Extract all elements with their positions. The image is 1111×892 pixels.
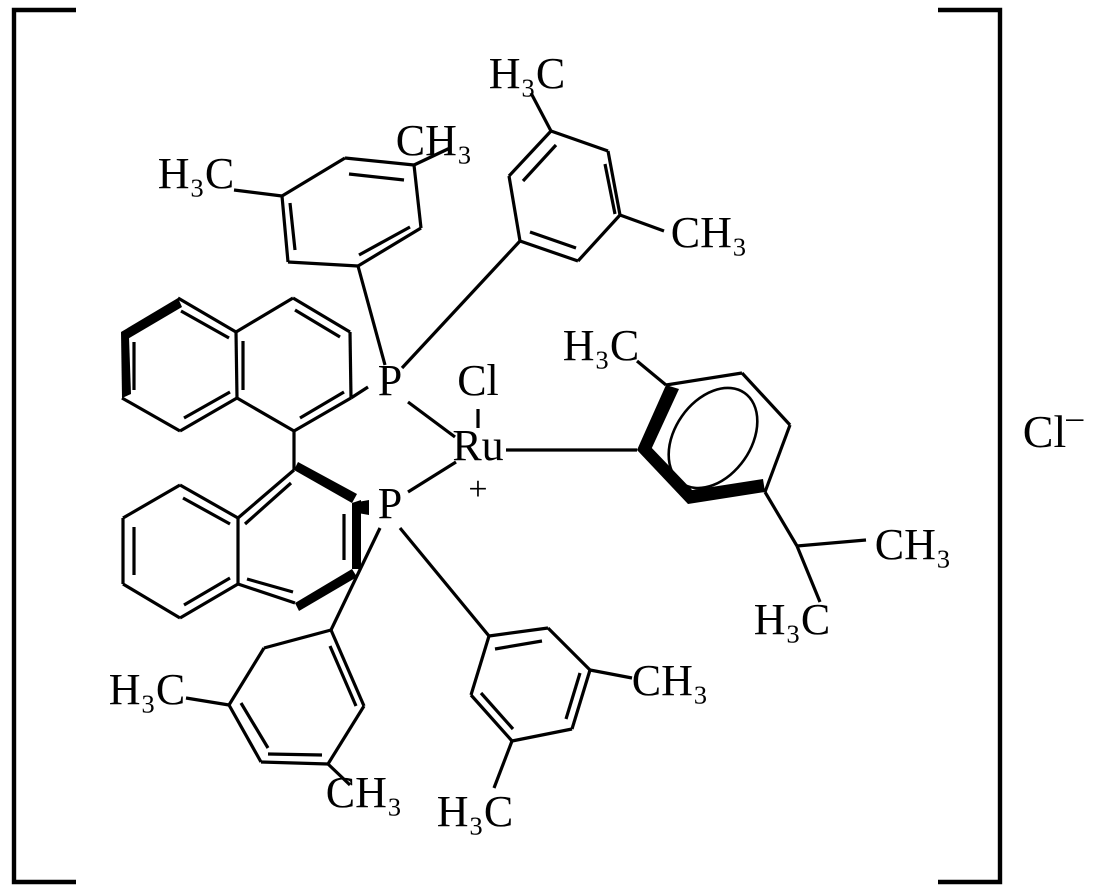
bold-bond-upper-naph-b <box>121 332 131 398</box>
methyl-label-top-right-aryl-upper: H₃C <box>489 49 565 98</box>
atom-label-layer: H₃C CH₃ H₃C CH₃ H₃C P Cl Ru <box>109 49 1084 836</box>
core-coordination-bonds <box>329 400 637 638</box>
methyl-label-isopropyl-upper: CH₃ <box>875 520 951 569</box>
methyl-label-isopropyl-lower: H₃C <box>754 595 830 644</box>
p-cymene-ring <box>635 359 867 603</box>
methyl-label-bottom-left-aryl-lower: CH₃ <box>326 768 402 817</box>
bold-bond-lower-naph-a <box>294 462 357 503</box>
methyl-label-top-right-aryl-right: CH₃ <box>671 208 747 257</box>
methyl-label-cymene: H₃C <box>563 321 639 370</box>
naphthalene-upper <box>121 296 369 470</box>
phosphorus-atom-bottom: P <box>378 479 402 528</box>
xylyl-ring-bottom-left <box>185 628 366 787</box>
methyl-label-top-left-aryl-upper: CH₃ <box>396 116 472 165</box>
methyl-label-bottom-right-aryl-lower: H₃C <box>437 787 513 836</box>
bold-bond-lower-naph-c <box>295 569 357 611</box>
chlorine-ligand-atom: Cl <box>457 356 499 405</box>
xylyl-ring-top-left <box>233 146 451 366</box>
cation-charge-symbol: + <box>468 471 487 508</box>
naphthalene-lower <box>121 462 369 620</box>
xylyl-ring-bottom-right <box>469 626 633 789</box>
aromatic-ring-circle <box>667 386 759 490</box>
methyl-label-bottom-right-aryl-right: CH₃ <box>632 656 708 705</box>
methyl-label-bottom-left-aryl-left: H₃C <box>109 665 185 714</box>
bold-bond-to-lower-P <box>352 500 369 515</box>
bold-bond-cymene-c <box>686 479 765 504</box>
right-bracket <box>938 7 1003 885</box>
phosphorus-atom-top: P <box>378 356 402 405</box>
bold-bond-cymene-b <box>637 444 694 504</box>
bold-bond-upper-naph-a <box>121 298 182 340</box>
left-bracket <box>11 7 76 885</box>
xylyl-ring-top-right <box>400 92 665 370</box>
ruthenium-atom: Ru <box>452 421 503 470</box>
bold-bond-lower-naph-b <box>352 500 361 569</box>
bold-bond-cymene-a <box>637 385 679 452</box>
methyl-label-top-left-aryl-left: H₃C <box>158 149 234 198</box>
chloride-counterion: Cl– <box>1023 399 1084 457</box>
